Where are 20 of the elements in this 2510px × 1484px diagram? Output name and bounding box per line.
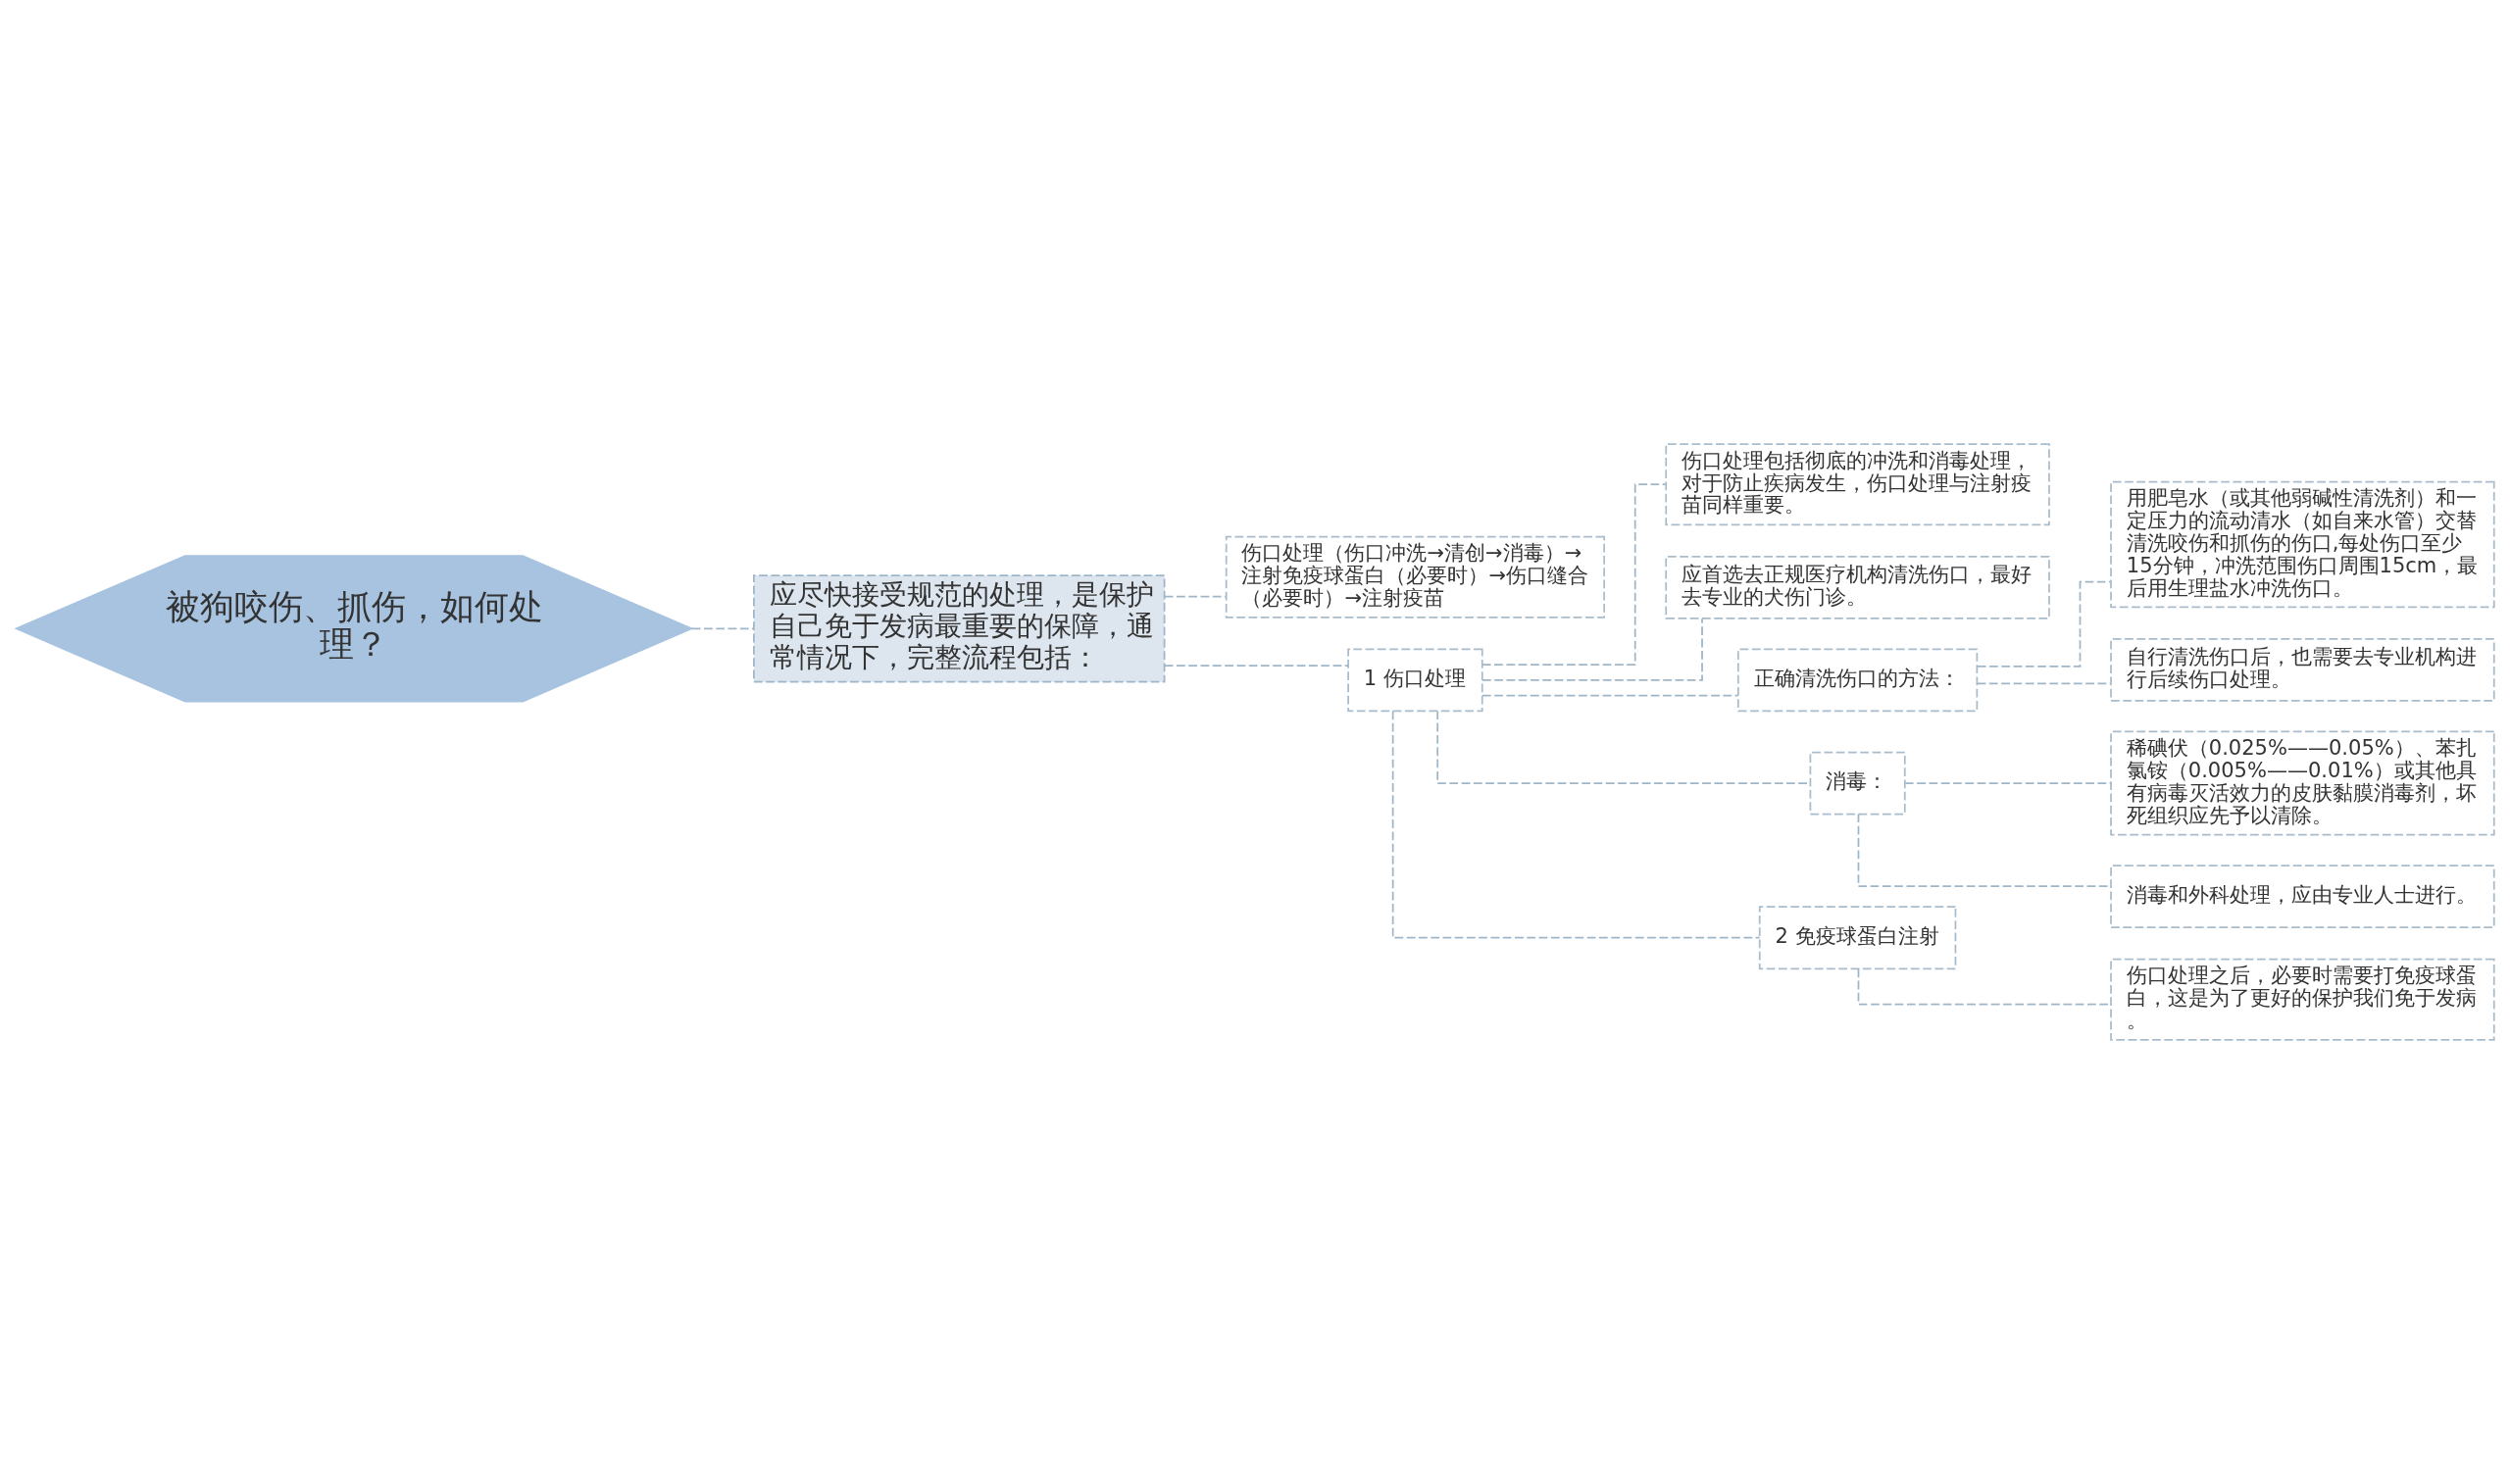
- node-box: 消毒和外科处理，应由专业人士进行。: [2110, 865, 2495, 929]
- node-box: 伤口处理包括彻底的冲洗和消毒处理，对于防止疾病发生，伤口处理与注射疫苗同样重要。: [1665, 443, 2050, 526]
- node-box: 1 伤口处理: [1347, 648, 1483, 713]
- connector: [1904, 782, 2112, 784]
- node-box: 稀碘伏（0.025%——0.05%）、苯扎氯铵（0.005%——0.01%）或其他具有病毒灭活效力的皮肤黏膜消毒剂，坏死组织应先予以清除。: [2110, 730, 2495, 836]
- node-box: 伤口处理之后，必要时需要打免疫球蛋白，这是为了更好的保护我们免于发病。: [2110, 958, 2495, 1041]
- connector: [1163, 595, 1227, 598]
- connector: [1391, 710, 1761, 939]
- node-box: 应尽快接受规范的处理，是保护自己免于发病最重要的保障，通常情况下，完整流程包括：: [753, 574, 1166, 683]
- node-box: 自行清洗伤口后，也需要去专业机构进行后续伤口处理。: [2110, 638, 2495, 702]
- node-box: 应首选去正规医疗机构清洗伤口，最好去专业的犬伤门诊。: [1665, 555, 2050, 619]
- connector: [690, 627, 755, 630]
- connector: [1481, 618, 1703, 681]
- connector: [1163, 665, 1349, 667]
- node-box: 用肥皂水（或其他弱碱性清洗剂）和一定压力的流动清水（如自来水管）交替清洗咬伤和抓伤的伤口,每处伤口至少15分钟，冲洗范围伤口周围15cm，最后用生理盐水冲洗伤口。: [2110, 480, 2495, 609]
- node-box: 正确清洗伤口的方法：: [1736, 648, 1979, 713]
- node-box: 消毒：: [1809, 751, 1906, 816]
- node-box: 2 免疫球蛋白注射: [1758, 906, 1957, 970]
- connector: [1481, 694, 1739, 697]
- node-box: 伤口处理（伤口冲洗→清创→消毒）→注射免疫球蛋白（必要时）→伤口缝合（必要时）→注射疫苗: [1225, 535, 1606, 618]
